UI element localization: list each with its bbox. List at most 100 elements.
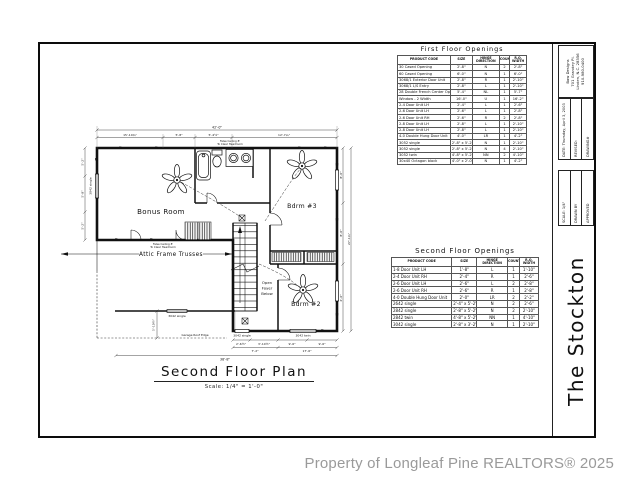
ceiling-fan-bonus-room	[160, 164, 194, 195]
drawing-number-field: DRAWING#	[585, 136, 590, 157]
svg-text:To Clear Headroom: To Clear Headroom	[216, 142, 243, 146]
plan-title: Second Floor Plan	[154, 364, 314, 382]
realtor-watermark: Property of Longleaf Pine REALTORS® 2025	[304, 455, 614, 472]
titleblock-company-info: Baw Designs 701 Grandey Pl. Linden, N.C.…	[558, 45, 594, 98]
bonus-storage-closets	[184, 221, 212, 241]
column-header: PRODUCT CODE	[390, 256, 453, 268]
approved-field: APPROVED	[585, 203, 590, 223]
column-header: COUNT	[498, 54, 511, 66]
second-floor-openings-title: Second Floor Openings	[415, 247, 515, 255]
svg-text:8'-0": 8'-0"	[339, 229, 343, 237]
svg-text:7'-2": 7'-2"	[251, 349, 259, 353]
staircase	[230, 222, 260, 312]
company-phone: 910-980-0400	[579, 58, 585, 85]
svg-text:5'-8": 5'-8"	[175, 133, 183, 137]
column-header: HINGE DIRECTION	[476, 256, 509, 268]
column-header: COUNT	[507, 256, 520, 268]
room-label-bdrm3: Bdrm #3	[287, 203, 317, 210]
garage-roof-outline	[96, 240, 236, 340]
drawn-by-field: DRAWN BY	[570, 171, 583, 225]
ceiling-fan-bdrm2	[286, 274, 320, 305]
dimension-lines-bottom: 2'-6½" 3'-10½" 9'-6" 9'-6" 7'-2" 17'-6" …	[114, 338, 339, 361]
plan-scale-note: Scale: 1/4" = 1'-0"	[204, 383, 264, 390]
dim-garage-height: 5'-10½"	[152, 318, 156, 331]
toilet	[211, 149, 223, 168]
window-label-garage-wall: 3042 single	[168, 314, 186, 318]
svg-text:Open: Open	[262, 280, 273, 285]
svg-text:27'-1¼": 27'-1¼"	[347, 232, 351, 245]
project-name: The Stockton	[564, 256, 588, 406]
svg-text:Attic Frame Trusses: Attic Frame Trusses	[139, 252, 203, 258]
titleblock-scale-section: SCALE: 1/4" DRAWN BY APPROVED	[558, 170, 594, 226]
svg-text:Below: Below	[261, 291, 272, 296]
room-label-open-foyer: Open Foyer Below	[261, 280, 272, 296]
svg-text:Foyer: Foyer	[262, 286, 273, 291]
junction-box-icon	[238, 214, 246, 222]
scale-field: SCALE: 1/4"	[559, 171, 571, 225]
ceiling-fan-bdrm3	[285, 150, 319, 181]
svg-text:False Ceiling 8': False Ceiling 8'	[153, 242, 173, 246]
svg-text:8'-0": 8'-0"	[339, 171, 343, 179]
svg-text:2'-6½": 2'-6½"	[236, 342, 247, 346]
plan-title-block: Second Floor Plan Scale: 1/4" = 1'-0"	[148, 361, 320, 390]
date-field: DATE: Thursday, April 3, 2003	[559, 99, 571, 159]
svg-text:12'-7¼": 12'-7¼"	[278, 133, 291, 137]
svg-text:5'-4½": 5'-4½"	[208, 133, 219, 137]
bdrm3-closets	[271, 252, 335, 262]
titleblock-date-section: DATE: Thursday, April 3, 2003 REVISED: D…	[558, 98, 594, 160]
bathtub	[196, 150, 211, 181]
floor-plan-drawing: 3042 single 3042 twin 3042 single	[61, 126, 353, 361]
ceiling-note-top: False Ceiling 8' To Clear Headroom	[216, 139, 243, 146]
door-swings	[130, 192, 291, 281]
svg-text:9'-6": 9'-6"	[318, 342, 326, 346]
junction-box-icon	[241, 317, 249, 325]
first-floor-openings-title: First Floor Openings	[420, 45, 504, 53]
svg-text:38'-8": 38'-8"	[220, 357, 230, 361]
window-label-bdrm2: 3042 twin	[296, 333, 311, 337]
window-label-left-wall: 3042 single	[89, 177, 93, 195]
windows	[95, 169, 339, 333]
room-label-bdrm2: Bdrm #2	[291, 301, 321, 308]
svg-text:9'-6": 9'-6"	[288, 342, 296, 346]
double-sink-vanity	[225, 149, 254, 167]
column-header: SIZE	[451, 256, 478, 268]
electrical-wiring	[180, 167, 302, 325]
column-header: HINGE DIRECTION	[471, 54, 500, 66]
revised-field: REVISED:	[570, 99, 583, 159]
column-header: R.O. WIDTH	[509, 54, 527, 66]
svg-text:3'-10½": 3'-10½"	[258, 342, 271, 346]
svg-text:5'-2": 5'-2"	[81, 158, 85, 166]
svg-text:To Clear Headroom: To Clear Headroom	[149, 245, 176, 249]
column-header: SIZE	[449, 54, 473, 66]
svg-text:5'-8": 5'-8"	[81, 190, 85, 198]
dimension-lines-top: 42'-0" 15'-10¾" 5'-8" 5'-4½" 12'-7¼"	[95, 126, 339, 148]
attic-trusses-callout: Attic Frame Trusses	[61, 252, 232, 258]
column-header: PRODUCT CODE	[397, 54, 451, 66]
column-header: R.O. WIDTH	[518, 256, 540, 268]
note-garage-roof-edge: Garage Roof Edge	[181, 333, 208, 337]
room-label-bonus: Bonus Room	[137, 208, 185, 216]
svg-text:42'-0": 42'-0"	[212, 126, 222, 130]
dimension-lines-left: 5'-2" 5'-8" 5'-2"	[81, 146, 87, 242]
